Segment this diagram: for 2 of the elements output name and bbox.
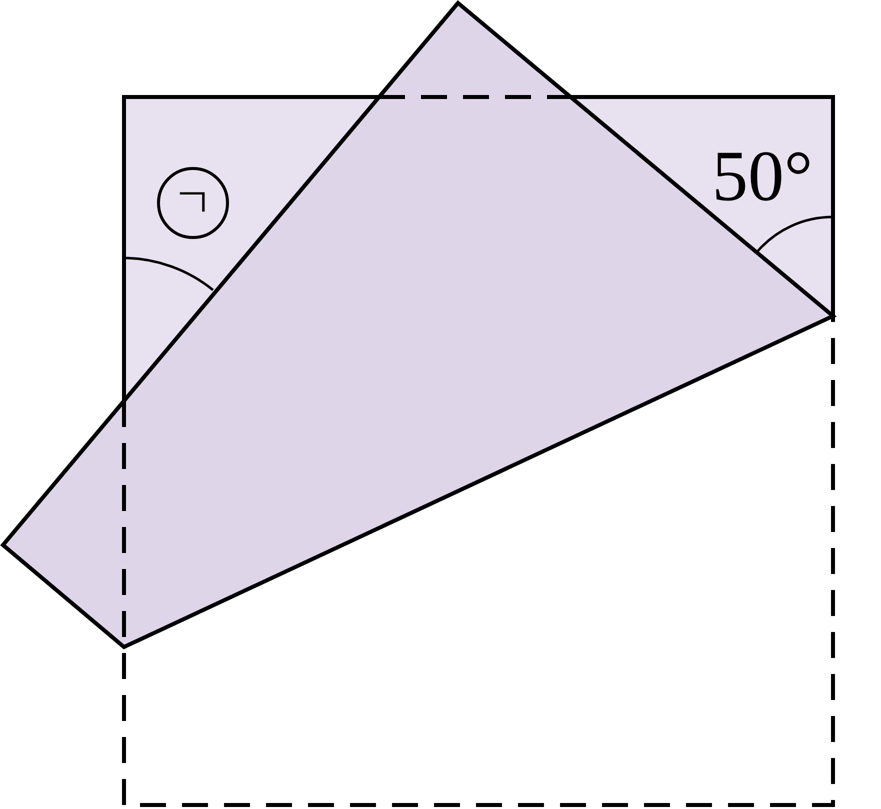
angle-label: 50° bbox=[712, 140, 813, 212]
circled-angle-label: ㄱ bbox=[157, 167, 229, 239]
